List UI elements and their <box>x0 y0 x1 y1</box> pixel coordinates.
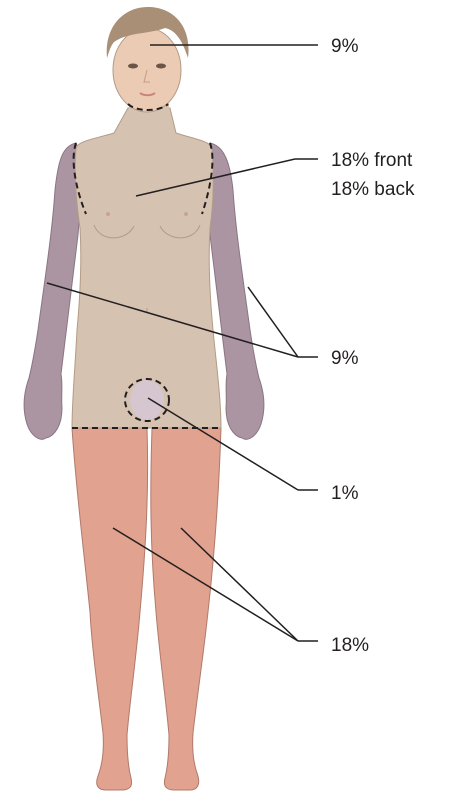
genital-percentage-label: 1% <box>331 481 358 507</box>
left-eye <box>156 64 166 69</box>
legs <box>72 428 221 790</box>
right-eye <box>128 64 138 69</box>
arms-percentage-label: 9% <box>331 346 358 372</box>
genital-region <box>130 380 164 420</box>
legs-percentage-label: 18% <box>331 633 369 659</box>
trunk-front-percentage-label: 18% front <box>331 148 412 174</box>
left-arm-leader <box>248 287 298 357</box>
left-leg <box>151 428 221 790</box>
trunk-back-percentage-label: 18% back <box>331 177 414 203</box>
head-percentage-label: 9% <box>331 34 358 60</box>
head <box>107 7 189 112</box>
right-leg <box>72 428 148 790</box>
